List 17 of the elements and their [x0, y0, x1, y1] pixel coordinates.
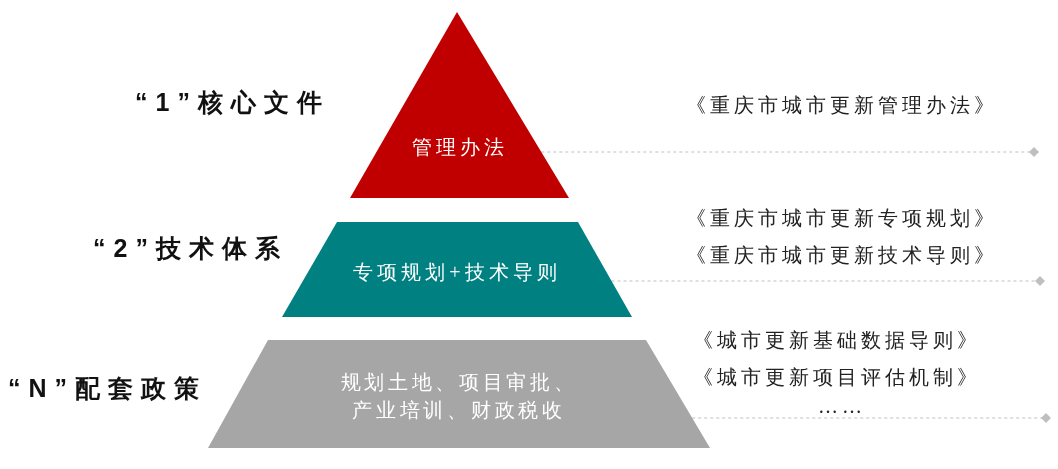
- leader-line: [540, 147, 1039, 157]
- tier-label: 规划土地、项目审批、产业培训、财政税收: [339, 370, 579, 423]
- document-title: 《重庆市城市更新管理办法》: [686, 93, 998, 118]
- pyramid-middle-tier: [282, 222, 632, 317]
- document-title: 《城市更新基础数据导则》: [693, 328, 981, 353]
- pyramid-top-triangle: [350, 12, 569, 198]
- more-ellipsis: ……: [818, 396, 866, 416]
- document-title: 《城市更新项目评估机制》: [693, 365, 981, 390]
- tier-heading: “N”配套政策: [8, 373, 208, 404]
- tier-label: 专项规划+技术导则: [352, 260, 562, 285]
- tier-heading: “1”核心文件: [135, 87, 330, 118]
- document-title: 《重庆市城市更新技术导则》: [686, 243, 998, 268]
- tier-heading: “2”技术体系: [93, 233, 288, 264]
- document-title: 《重庆市城市更新专项规划》: [686, 206, 998, 231]
- tier-label: 管理办法: [410, 135, 509, 160]
- leader-line: [611, 276, 1045, 286]
- leader-line: [691, 413, 1051, 423]
